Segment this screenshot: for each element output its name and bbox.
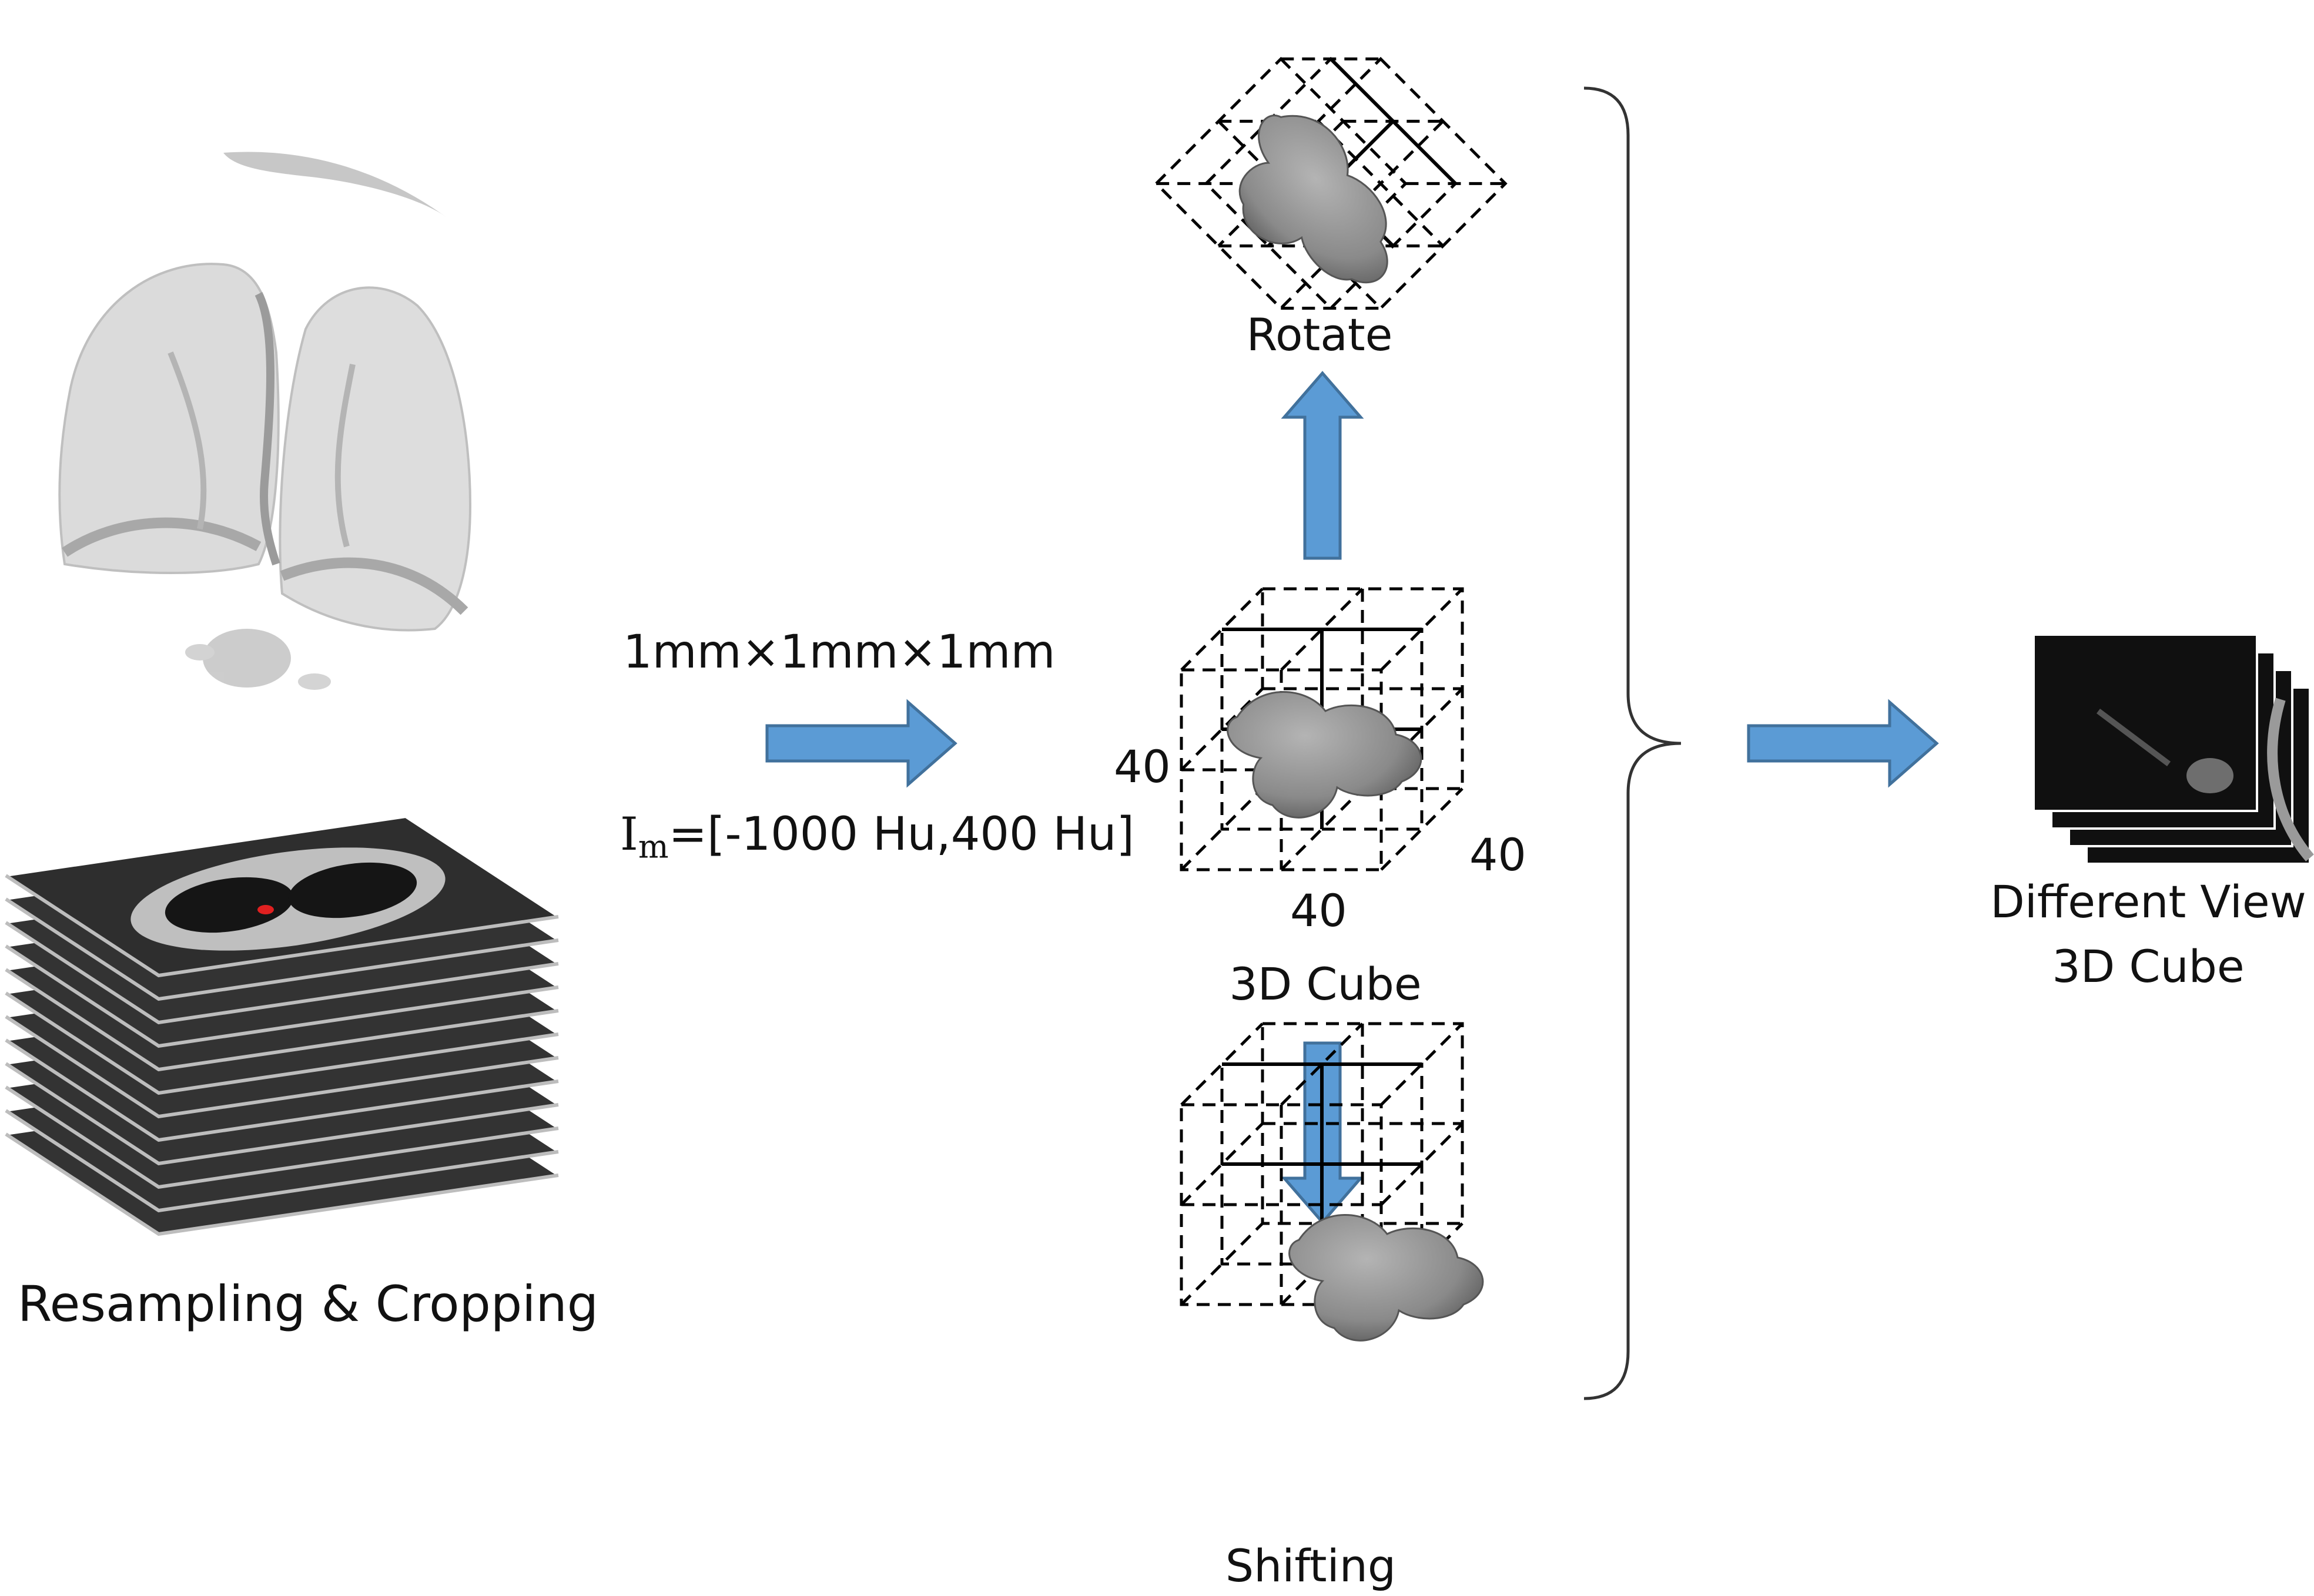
arrow-up-to-rotate	[1281, 371, 1364, 560]
output-nodule	[2186, 758, 2233, 793]
cube-depth-edge	[1380, 787, 1464, 871]
ct-slice-edge	[5, 1038, 559, 1142]
arrow-to-output	[1747, 699, 1939, 788]
lung-fissure	[168, 351, 207, 529]
ct-slice-edge	[5, 921, 559, 1025]
output-caption-line2: 3D Cube	[2052, 940, 2245, 993]
arrow-to-cube	[765, 699, 957, 788]
nodule	[1288, 1214, 1484, 1342]
cube-rotated	[1154, 56, 1508, 311]
cube-depth-edge	[1281, 307, 1381, 310]
ct-slice-edge	[5, 1062, 559, 1166]
grouping-brace	[1583, 86, 1682, 1400]
ct-slice-edge	[5, 1109, 559, 1213]
cube-solid-line	[1330, 58, 1457, 185]
output-slice-stack	[2032, 633, 2314, 865]
cube-depth-edge	[1180, 588, 1264, 671]
ct-slice-edge	[5, 991, 559, 1095]
nodule	[1238, 115, 1388, 284]
cube-depth-edge	[1281, 57, 1381, 61]
cube-depth-edge	[1180, 1222, 1264, 1306]
lung-3d-render	[58, 152, 472, 690]
cube-shifted	[1180, 1022, 1484, 1342]
ct-slice-edge	[5, 1085, 559, 1189]
window-value: =[-1000 Hu,400 Hu]	[668, 808, 1134, 861]
cube-depth-edge	[1380, 1222, 1464, 1306]
lung-small-blob	[185, 644, 215, 660]
ct-slice-edge	[5, 1132, 559, 1236]
cube-depth-edge	[1343, 244, 1444, 247]
nodule	[1227, 691, 1422, 819]
window-subscript: m	[638, 827, 669, 866]
cube-caption: 3D Cube	[1229, 958, 1422, 1010]
output-caption-line1: Different View	[1990, 876, 2306, 928]
rotate-caption: Rotate	[1246, 309, 1393, 361]
cube-dim-right: 40	[1469, 829, 1526, 881]
ct-lung-right	[288, 862, 417, 918]
lung-diaphragm-right	[280, 557, 468, 615]
lung-top-sliver	[223, 152, 447, 217]
lung-mediastinum	[254, 291, 280, 566]
ct-slice-edge	[5, 944, 559, 1048]
cube-dim-left: 40	[1114, 740, 1171, 793]
window-label: Im=[-1000 Hu,400 Hu]	[620, 808, 1134, 866]
resampling-caption: Resampling & Cropping	[18, 1275, 599, 1333]
cube-depth-edge	[1180, 688, 1264, 771]
cube-depth-edge	[1180, 1122, 1264, 1206]
lung-small-blob-2	[298, 673, 331, 690]
spacing-label: 1mm×1mm×1mm	[623, 626, 1056, 679]
ct-nodule-marker	[257, 905, 274, 914]
ct-lung-left	[165, 877, 294, 933]
cube-depth-edge	[1280, 1022, 1364, 1106]
output-rib	[2267, 698, 2314, 861]
lung-fissure-2	[334, 364, 356, 548]
ct-slice-edge	[5, 968, 559, 1072]
cube-depth-edge	[1280, 787, 1364, 871]
cube-depth-edge	[1380, 1122, 1464, 1206]
ct-slice-edge	[5, 1015, 559, 1119]
lung-heart-blob	[203, 629, 291, 688]
cube-depth-edge	[1380, 688, 1464, 771]
ct-slice-edge	[5, 897, 559, 1001]
cube-depth-edge	[1180, 1022, 1264, 1106]
lung-left-lobe	[58, 263, 280, 574]
cube-depth-edge	[1180, 787, 1264, 871]
cube-depth-edge	[1156, 182, 1256, 185]
cube-3d	[1180, 587, 1464, 871]
cube-depth-edge	[1280, 588, 1364, 671]
cube-dim-bottom: 40	[1290, 884, 1347, 937]
shifting-caption: Shifting	[1225, 1540, 1397, 1592]
lung-diaphragm-left	[62, 517, 262, 557]
cube-depth-edge	[1380, 588, 1464, 671]
cube-rotated-body	[1154, 56, 1508, 311]
ct-slice-edge	[5, 874, 559, 978]
lung-right-lobe	[279, 286, 472, 632]
ct-slice-stack	[2, 815, 562, 1236]
cube-depth-edge	[1380, 1022, 1464, 1106]
output-vessel	[2097, 709, 2171, 766]
window-symbol: I	[620, 808, 638, 861]
